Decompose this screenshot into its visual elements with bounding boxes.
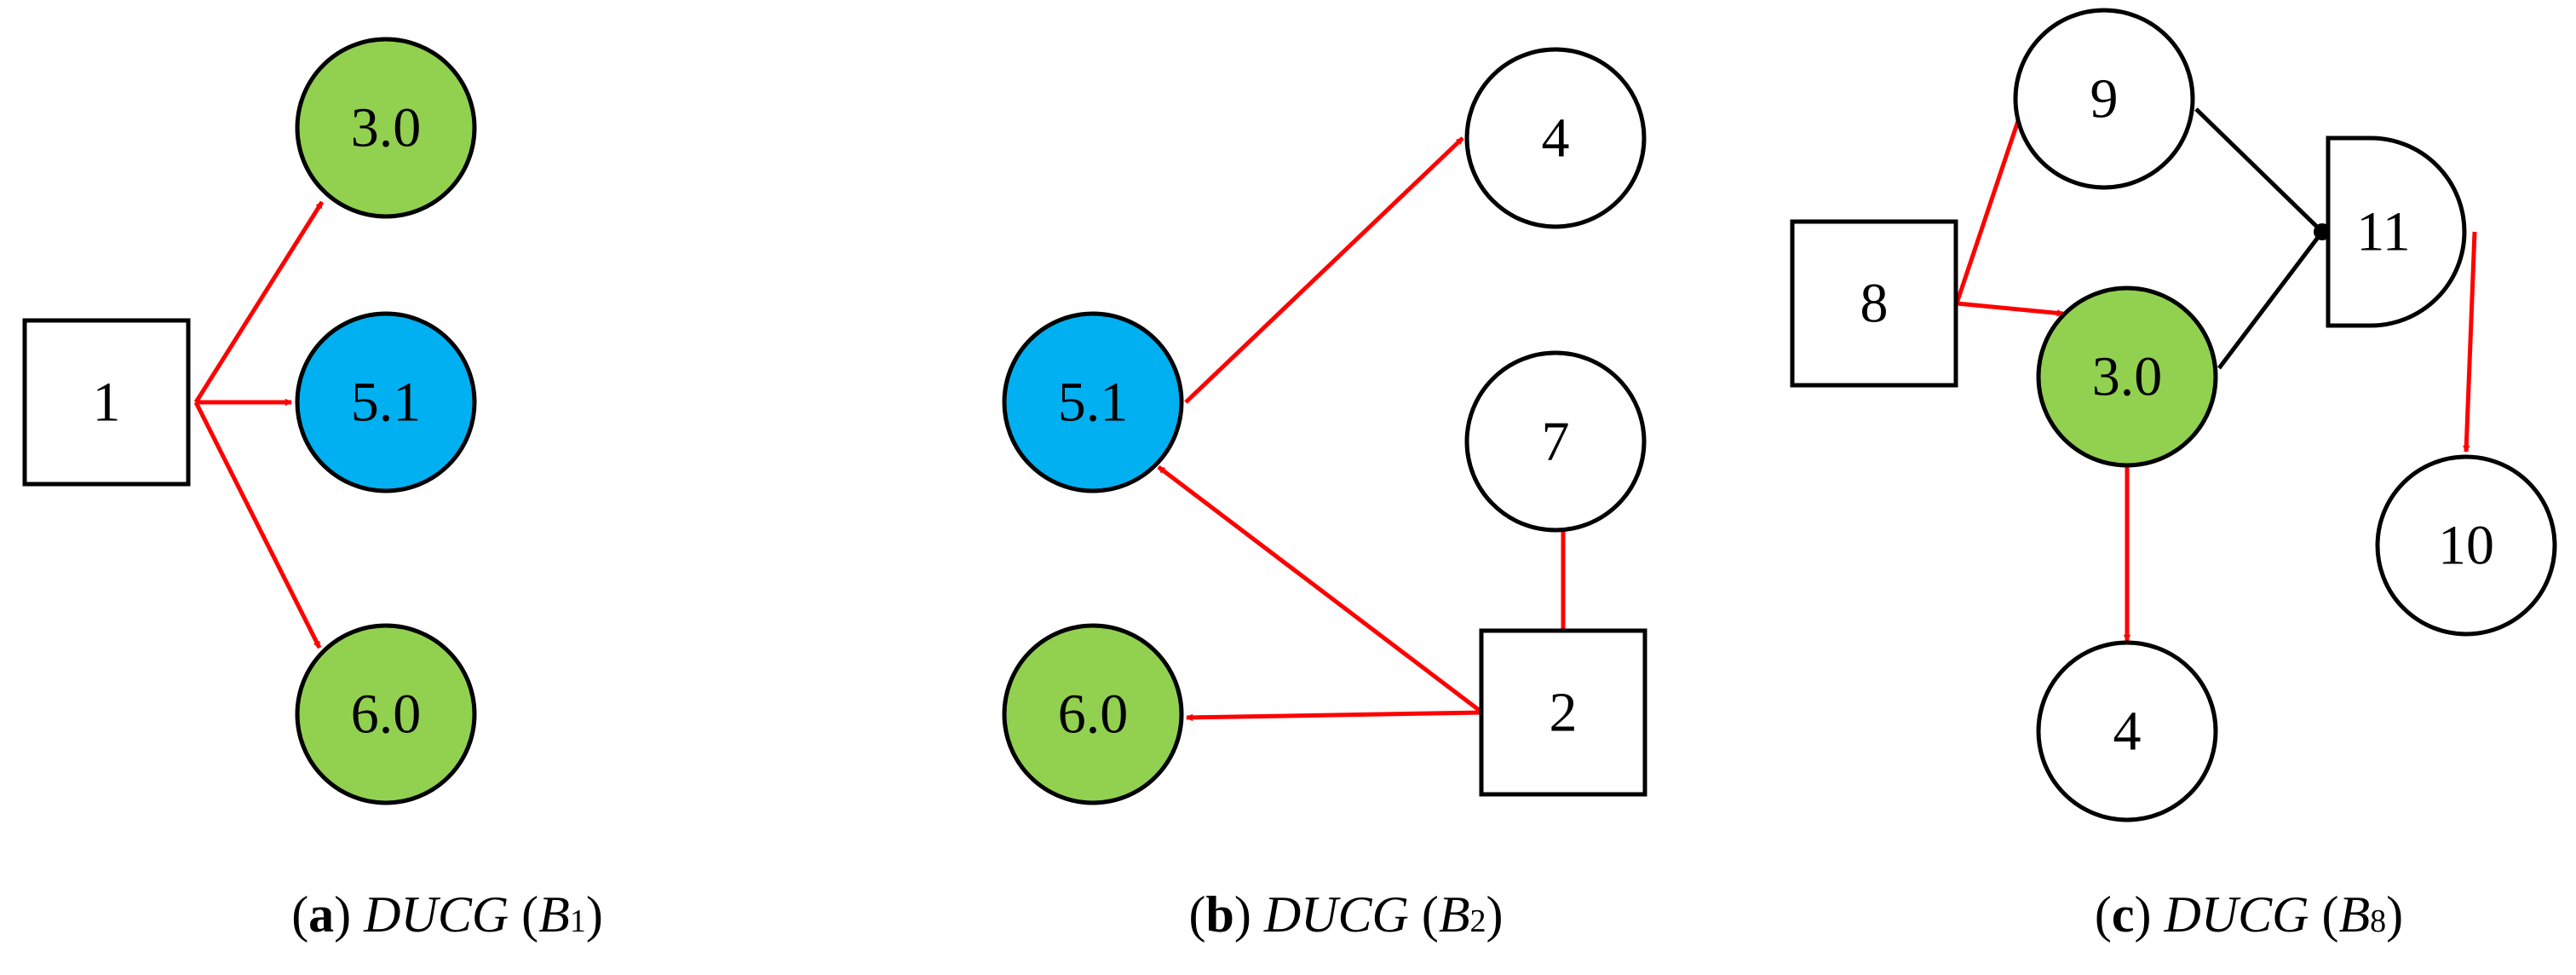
node-c10: 10 <box>2375 454 2557 637</box>
arrow-edge-c11-to-c10 <box>2466 231 2477 452</box>
node-label: 10 <box>2438 515 2494 577</box>
caption-subscript: 8 <box>2370 903 2386 939</box>
node-a51: 5.1 <box>295 311 477 493</box>
node-square-shape <box>1479 628 1647 797</box>
caption-variable: B <box>2338 886 2370 943</box>
node-label: 5.1 <box>351 372 422 434</box>
nodes-layer: 1 3.0 5.1 6.0 4 7 5.1 6.0 2 8 9 3.0 11 10 4 <box>22 8 2557 822</box>
arrow-edge-b51-to-b4 <box>1184 136 1464 404</box>
node-label: 2 <box>1550 682 1578 744</box>
node-c11: 11 <box>2326 136 2467 328</box>
caption-variable: B <box>538 886 570 943</box>
line-edge-c30-to-c11 <box>2217 230 2324 370</box>
node-label: 3.0 <box>351 97 422 159</box>
node-b7: 7 <box>1464 350 1647 533</box>
node-a60: 6.0 <box>295 623 477 805</box>
caption-diagram-name: DUCG <box>1263 886 1409 943</box>
node-square-shape <box>22 318 191 487</box>
node-circle-shape <box>295 623 477 805</box>
arrow-edge-a1-to-a60 <box>193 401 322 648</box>
caption-var-paren-open: ( <box>1409 886 1439 943</box>
arrow-edge-b2-to-b60 <box>1187 710 1483 718</box>
caption-diagram-name: DUCG <box>2163 886 2309 943</box>
caption-paren-open: ( <box>1189 886 1206 943</box>
caption-panel-letter: c <box>2112 886 2135 943</box>
node-square-shape <box>1790 219 1958 388</box>
node-label: 1 <box>93 372 121 434</box>
caption-var-paren-close: ) <box>586 886 603 943</box>
node-circle-shape <box>2375 454 2557 637</box>
node-a30: 3.0 <box>295 37 477 219</box>
panel-caption-c: (c) DUCG (B8) <box>2095 886 2403 943</box>
node-label: 9 <box>2090 68 2119 130</box>
captions-layer: (a) DUCG (B1)(b) DUCG (B2)(c) DUCG (B8) <box>291 886 2403 943</box>
caption-var-paren-close: ) <box>2386 886 2403 943</box>
node-circle-shape <box>1002 623 1184 805</box>
caption-subscript: 2 <box>1470 903 1486 939</box>
node-label: 6.0 <box>1058 684 1129 746</box>
node-label: 4 <box>2113 701 2142 763</box>
node-label: 5.1 <box>1058 372 1129 434</box>
node-c4: 4 <box>2036 640 2218 822</box>
node-b51: 5.1 <box>1002 311 1184 493</box>
caption-var-paren-open: ( <box>2309 886 2339 943</box>
caption-variable: B <box>1439 886 1470 943</box>
node-label: 7 <box>1542 411 1570 473</box>
caption-diagram-name: DUCG <box>363 886 509 943</box>
node-b4: 4 <box>1464 47 1647 229</box>
node-circle-shape <box>2036 640 2218 822</box>
node-circle-shape <box>1002 311 1184 493</box>
node-label: 4 <box>1542 107 1570 170</box>
node-label: 3.0 <box>2092 346 2163 408</box>
node-c8: 8 <box>1790 219 1958 388</box>
caption-paren-close: ) <box>2135 886 2165 943</box>
node-a1: 1 <box>22 318 191 487</box>
node-label: 11 <box>2356 201 2411 263</box>
caption-var-paren-close: ) <box>1486 886 1504 943</box>
arrow-edge-b2-to-b51 <box>1157 465 1484 714</box>
node-circle-shape <box>1464 47 1647 229</box>
caption-paren-open: ( <box>291 886 308 943</box>
node-circle-shape <box>295 311 477 493</box>
panel-caption-b: (b) DUCG (B2) <box>1189 886 1504 943</box>
node-gate-shape <box>2326 136 2467 328</box>
caption-subscript: 1 <box>570 903 586 939</box>
caption-panel-letter: a <box>308 886 334 943</box>
node-b2: 2 <box>1479 628 1647 797</box>
node-circle-shape <box>2013 8 2195 190</box>
caption-panel-letter: b <box>1205 886 1233 943</box>
node-label: 8 <box>1860 273 1889 335</box>
node-label: 6.0 <box>351 684 422 746</box>
panel-caption-a: (a) DUCG (B1) <box>291 886 603 943</box>
node-circle-shape <box>295 37 477 219</box>
arrow-edge-c8-to-c9 <box>1954 106 2026 304</box>
caption-paren-open: ( <box>2095 886 2112 943</box>
arrow-edge-a1-to-a30 <box>193 200 325 404</box>
node-c30: 3.0 <box>2036 286 2218 468</box>
caption-paren-close: ) <box>1234 886 1264 943</box>
node-circle-shape <box>1464 350 1647 533</box>
line-edge-c9-to-c11 <box>2194 107 2324 234</box>
node-circle-shape <box>2036 286 2218 468</box>
caption-var-paren-open: ( <box>509 886 538 943</box>
caption-paren-close: ) <box>334 886 364 943</box>
node-b60: 6.0 <box>1002 623 1184 805</box>
node-c9: 9 <box>2013 8 2195 190</box>
arrow-edge-c8-to-c30 <box>1956 301 2063 314</box>
